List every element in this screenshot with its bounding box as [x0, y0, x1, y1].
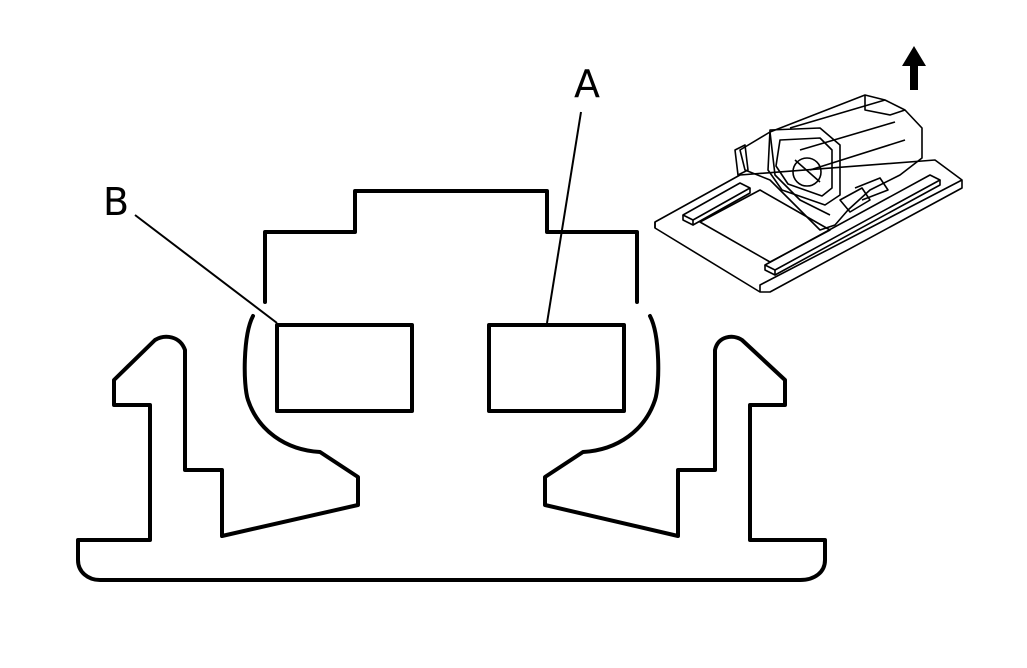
terminal-cavity-a: [487, 323, 626, 413]
connector-housing-body: [76, 314, 827, 582]
callout-b-leader: [134, 214, 278, 324]
up-arrow-icon: [902, 46, 926, 90]
connector-housing-top: [263, 189, 639, 304]
callout-a-leader: [546, 111, 582, 324]
callout-b-label: B: [103, 180, 129, 224]
terminal-cavity-b: [275, 323, 414, 413]
connector-isometric-view: [654, 94, 963, 293]
callout-a-label: A: [574, 62, 600, 106]
